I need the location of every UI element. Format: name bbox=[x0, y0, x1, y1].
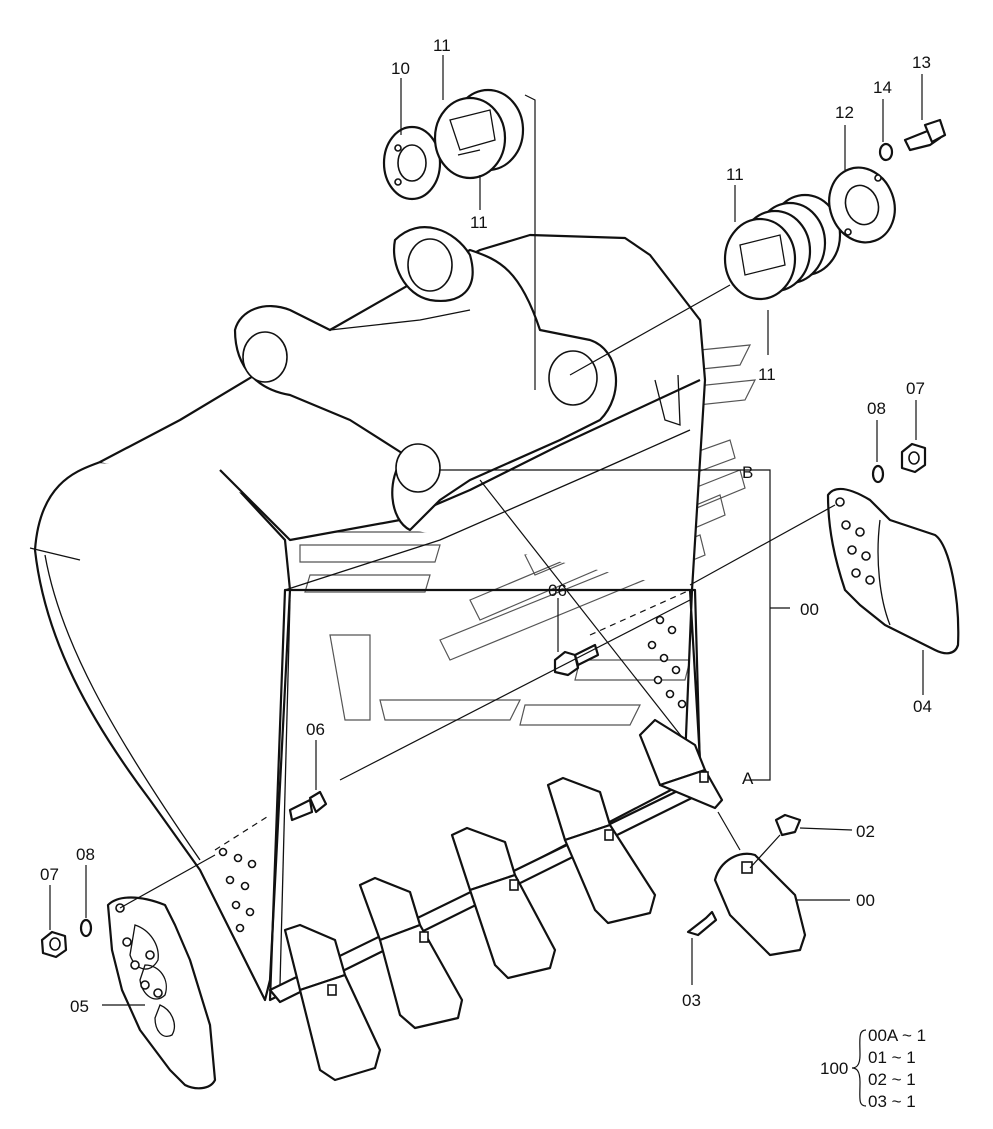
side-plate-holes-right bbox=[589, 589, 691, 709]
label-08-left: 08 bbox=[76, 845, 95, 864]
label-11-b: 11 bbox=[470, 213, 488, 232]
tooth-4 bbox=[546, 776, 657, 925]
label-03: 03 bbox=[682, 991, 701, 1010]
part-03-lock bbox=[686, 910, 718, 985]
part-02-pin bbox=[774, 813, 853, 837]
label-07-left: 07 bbox=[40, 865, 59, 884]
legend-row-3: 02 ~ 1 bbox=[868, 1070, 916, 1089]
part-06-bolt-left bbox=[288, 599, 691, 822]
label-06-center: 06 bbox=[548, 581, 567, 600]
part-11-shims-left bbox=[433, 55, 525, 210]
legend-row-2: 01 ~ 1 bbox=[868, 1048, 916, 1067]
label-12: 12 bbox=[835, 103, 854, 122]
label-07-right: 07 bbox=[906, 379, 925, 398]
label-14: 14 bbox=[873, 78, 892, 97]
label-11-c: 11 bbox=[726, 165, 744, 184]
part-11-shims-right bbox=[723, 185, 842, 355]
label-06-left: 06 bbox=[306, 720, 325, 739]
part-04-side-cutter bbox=[689, 487, 960, 695]
label-00-right: 00 bbox=[800, 600, 819, 619]
legend-number: 100 bbox=[820, 1059, 848, 1078]
part-07-nut-right bbox=[900, 400, 927, 474]
tooth-2 bbox=[358, 876, 464, 1030]
label-08-right: 08 bbox=[867, 399, 886, 418]
legend-brace bbox=[851, 1029, 867, 1107]
label-11-d: 11 bbox=[758, 365, 776, 384]
part-07-nut-left bbox=[40, 885, 68, 959]
label-B: B bbox=[742, 463, 753, 482]
tooth-exploded bbox=[713, 811, 807, 957]
side-plate-holes-left bbox=[214, 814, 271, 933]
legend-row-4: 03 ~ 1 bbox=[868, 1092, 916, 1111]
part-08-washer-left bbox=[79, 865, 93, 938]
part-08-washer-right bbox=[871, 420, 885, 484]
tooth-3 bbox=[450, 826, 557, 980]
part-10-plate bbox=[382, 78, 442, 201]
label-05: 05 bbox=[70, 997, 89, 1016]
label-A: A bbox=[742, 769, 754, 788]
part-14-washer bbox=[878, 99, 894, 162]
part-05-side-cutter bbox=[102, 854, 217, 1090]
label-11-a: 11 bbox=[433, 36, 451, 55]
part-12-plate bbox=[828, 125, 896, 244]
label-00-tooth: 00 bbox=[856, 891, 875, 910]
label-13: 13 bbox=[912, 53, 931, 72]
legend-row-1: 00A ~ 1 bbox=[868, 1026, 926, 1045]
label-02: 02 bbox=[856, 822, 875, 841]
assembly-legend: 100 00A ~ 1 01 ~ 1 02 ~ 1 03 ~ 1 bbox=[820, 1026, 926, 1111]
tooth-1 bbox=[283, 923, 382, 1082]
part-labels: 10 11 11 11 11 12 13 14 07 08 B 00 04 06… bbox=[40, 36, 932, 1016]
tooth-5 bbox=[638, 718, 724, 810]
bucket-body bbox=[29, 94, 790, 1004]
bucket-teeth bbox=[283, 718, 807, 1082]
part-13-bolt bbox=[903, 74, 947, 152]
label-10: 10 bbox=[391, 59, 410, 78]
label-04: 04 bbox=[913, 697, 932, 716]
